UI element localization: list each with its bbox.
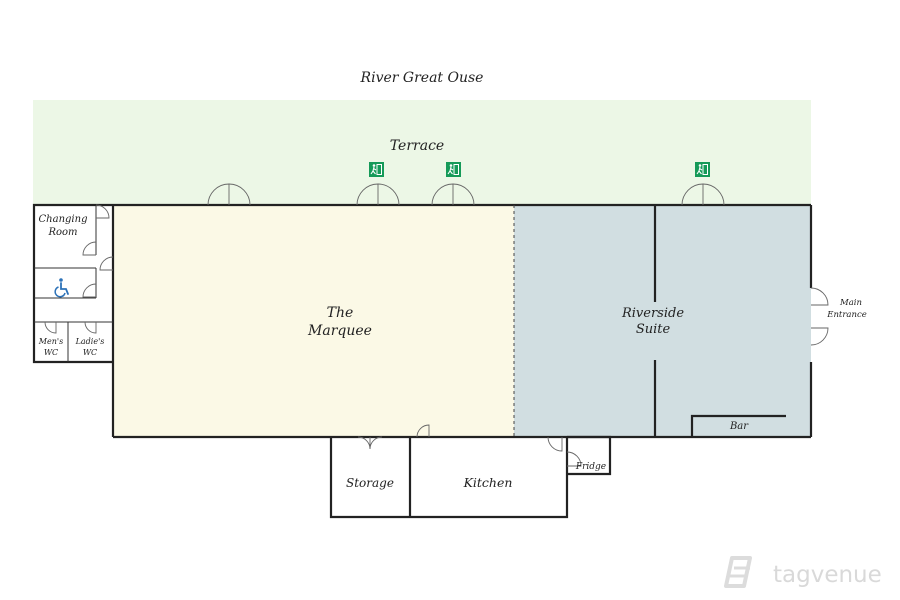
riverside-suite-label-line1: Riverside xyxy=(621,306,684,321)
mens-wc-label-line2: WC xyxy=(44,348,58,357)
riverside-suite-area xyxy=(514,205,811,437)
terrace-double-door xyxy=(681,183,725,206)
terrace-label: Terrace xyxy=(390,138,444,154)
river-label: River Great Ouse xyxy=(360,70,484,86)
changing-room-label-line1: Changing xyxy=(39,214,88,225)
terrace-doors xyxy=(207,183,725,206)
emergency-exit-icon xyxy=(369,162,384,177)
riverside-suite-label-line2: Suite xyxy=(636,322,671,337)
marquee-label-line2: Marquee xyxy=(307,323,372,339)
storage-label: Storage xyxy=(346,476,394,490)
terrace-double-door xyxy=(356,183,400,206)
changing-room-label-line2: Room xyxy=(47,227,77,238)
bar-label: Bar xyxy=(729,421,749,432)
terrace-double-door xyxy=(431,183,475,206)
main-entrance-label-line2: Entrance xyxy=(826,310,867,320)
ladies-wc-label-line2: WC xyxy=(83,348,97,357)
terrace-double-door xyxy=(207,183,251,206)
terrace-area xyxy=(33,100,811,205)
emergency-exit-icon xyxy=(446,162,461,177)
wheelchair-icon xyxy=(54,278,69,298)
internal-doors xyxy=(44,204,829,467)
mens-wc-label-line1: Men's xyxy=(38,337,63,346)
main-entrance-label-line1: Main xyxy=(839,298,862,308)
fridge-label: Fridge xyxy=(575,462,606,472)
ladies-wc-label-line1: Ladie's xyxy=(75,337,105,346)
kitchen-label: Kitchen xyxy=(463,475,513,490)
emergency-exit-icon xyxy=(695,162,710,177)
tagvenue-logo-icon xyxy=(724,556,752,588)
exit-signs xyxy=(369,162,710,177)
watermark-text: tagvenue xyxy=(773,562,882,588)
marquee-area xyxy=(113,205,514,437)
marquee-label-line1: The xyxy=(327,305,354,321)
